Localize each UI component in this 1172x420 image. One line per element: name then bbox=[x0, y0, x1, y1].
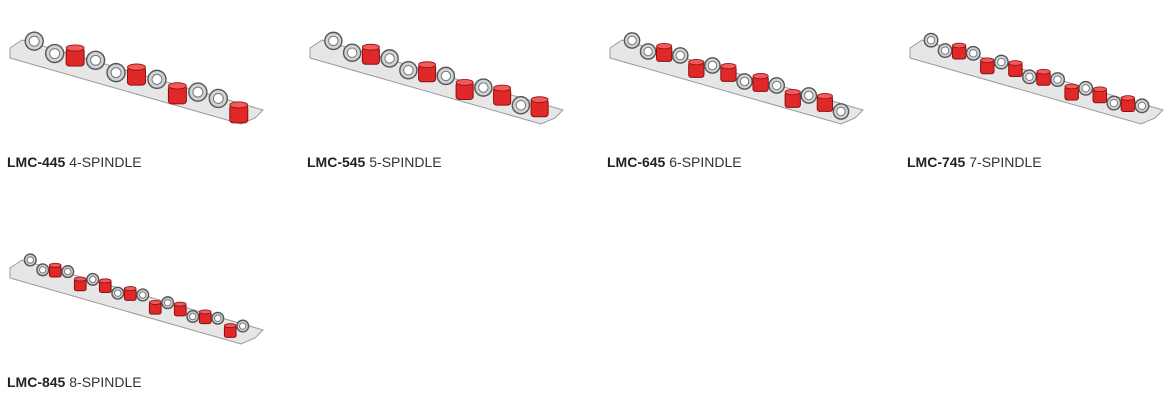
roller-hub bbox=[643, 46, 653, 57]
product-model: LMC-545 bbox=[307, 154, 366, 170]
product-spindle-label: 4-SPINDLE bbox=[69, 154, 142, 170]
spindle-head-top bbox=[65, 44, 85, 52]
spindle-head-top bbox=[720, 63, 737, 70]
product-spindle-label: 7-SPINDLE bbox=[969, 154, 1042, 170]
spindle-head-top bbox=[784, 89, 801, 96]
product-card-lmc-445[interactable]: LMC-445 4-SPINDLE bbox=[0, 0, 300, 200]
roller-hub bbox=[26, 256, 34, 264]
product-caption: LMC-845 8-SPINDLE bbox=[7, 374, 142, 390]
spindle-head-top bbox=[198, 309, 212, 315]
roller-hub bbox=[707, 60, 718, 71]
product-model: LMC-445 bbox=[7, 154, 66, 170]
roller-hub bbox=[836, 106, 846, 117]
roller-hub bbox=[969, 49, 978, 58]
spindle-head-top bbox=[952, 42, 967, 49]
roller-hub bbox=[384, 53, 395, 64]
roller-hub bbox=[478, 82, 489, 93]
spindle-head-top bbox=[1064, 83, 1079, 90]
roller-hub bbox=[627, 35, 637, 46]
machine-diagram-lmc-645 bbox=[609, 32, 864, 125]
spindle-head-top bbox=[49, 262, 62, 268]
roller-hub bbox=[189, 312, 197, 321]
spindle-head-top bbox=[1092, 86, 1107, 93]
product-caption: LMC-545 5-SPINDLE bbox=[307, 154, 442, 170]
spindle-head-top bbox=[229, 101, 249, 109]
spindle-head-top bbox=[148, 299, 162, 305]
spindle-head-top bbox=[656, 43, 673, 50]
spindle-head-top bbox=[980, 57, 995, 64]
spindle-head-top bbox=[418, 61, 437, 69]
spindle-head-top bbox=[1120, 95, 1136, 101]
roller-hub bbox=[212, 93, 224, 104]
roller-hub bbox=[440, 70, 452, 82]
roller-hub bbox=[1081, 84, 1090, 93]
product-caption: LMC-645 6-SPINDLE bbox=[607, 154, 742, 170]
spindle-head-top bbox=[124, 286, 137, 292]
product-spindle-label: 6-SPINDLE bbox=[669, 154, 742, 170]
spindle-head-top bbox=[455, 78, 474, 86]
spindle-head-top bbox=[816, 93, 833, 100]
product-model: LMC-845 bbox=[7, 374, 66, 390]
roller-hub bbox=[39, 266, 47, 274]
spindle-head-top bbox=[1036, 68, 1051, 75]
roller-hub bbox=[28, 35, 40, 47]
product-card-lmc-845[interactable]: LMC-845 8-SPINDLE bbox=[0, 220, 300, 420]
product-caption: LMC-745 7-SPINDLE bbox=[907, 154, 1042, 170]
roller-hub bbox=[1137, 101, 1147, 111]
roller-hub bbox=[49, 48, 61, 59]
roller-hub bbox=[940, 46, 950, 55]
spindle-head-top bbox=[688, 59, 705, 66]
product-card-lmc-645[interactable]: LMC-645 6-SPINDLE bbox=[600, 0, 900, 200]
spindle-head-top bbox=[530, 96, 549, 104]
roller-hub bbox=[1109, 98, 1119, 108]
spindle-head-top bbox=[223, 323, 237, 329]
spindle-head-top bbox=[127, 63, 146, 71]
roller-hub bbox=[139, 291, 147, 299]
roller-hub bbox=[192, 86, 204, 98]
product-caption: LMC-445 4-SPINDLE bbox=[7, 154, 142, 170]
roller-hub bbox=[515, 100, 527, 111]
spindle-head-top bbox=[493, 84, 512, 92]
roller-hub bbox=[328, 35, 339, 47]
roller-hub bbox=[239, 322, 247, 330]
product-spindle-label: 8-SPINDLE bbox=[69, 374, 142, 390]
roller-hub bbox=[164, 299, 172, 307]
roller-hub bbox=[346, 47, 358, 58]
spindle-head-top bbox=[1008, 60, 1023, 66]
spindle-head-top bbox=[168, 82, 187, 90]
roller-hub bbox=[89, 275, 97, 284]
machine-diagram-lmc-745 bbox=[909, 32, 1164, 125]
roller-hub bbox=[64, 267, 72, 276]
product-card-lmc-545[interactable]: LMC-545 5-SPINDLE bbox=[300, 0, 600, 200]
roller-hub bbox=[675, 50, 685, 61]
product-grid: LMC-445 4-SPINDLE LMC-545 5-SPINDLE LMC-… bbox=[0, 0, 1172, 390]
machine-diagram-lmc-545 bbox=[309, 31, 564, 125]
spindle-head-top bbox=[99, 278, 112, 284]
product-card-lmc-745[interactable]: LMC-745 7-SPINDLE bbox=[900, 0, 1172, 200]
roller-hub bbox=[804, 90, 814, 101]
spindle-head-top bbox=[74, 276, 87, 282]
roller-hub bbox=[90, 54, 102, 66]
roller-hub bbox=[110, 67, 122, 79]
roller-hub bbox=[997, 57, 1006, 67]
roller-hub bbox=[926, 35, 936, 45]
roller-hub bbox=[739, 76, 750, 87]
product-model: LMC-745 bbox=[907, 154, 966, 170]
roller-hub bbox=[1025, 72, 1034, 82]
product-spindle-label: 5-SPINDLE bbox=[369, 154, 442, 170]
roller-hub bbox=[403, 65, 414, 76]
roller-hub bbox=[771, 80, 782, 91]
roller-hub bbox=[114, 289, 122, 297]
product-model: LMC-645 bbox=[607, 154, 666, 170]
spindle-head-top bbox=[752, 73, 769, 80]
machine-diagram-lmc-845 bbox=[9, 253, 264, 345]
roller-hub bbox=[1053, 75, 1062, 84]
roller-hub bbox=[151, 73, 163, 85]
spindle-head-top bbox=[361, 43, 380, 51]
spindle-head-top bbox=[173, 301, 187, 307]
machine-diagram-lmc-445 bbox=[9, 31, 264, 125]
roller-hub bbox=[214, 314, 222, 322]
